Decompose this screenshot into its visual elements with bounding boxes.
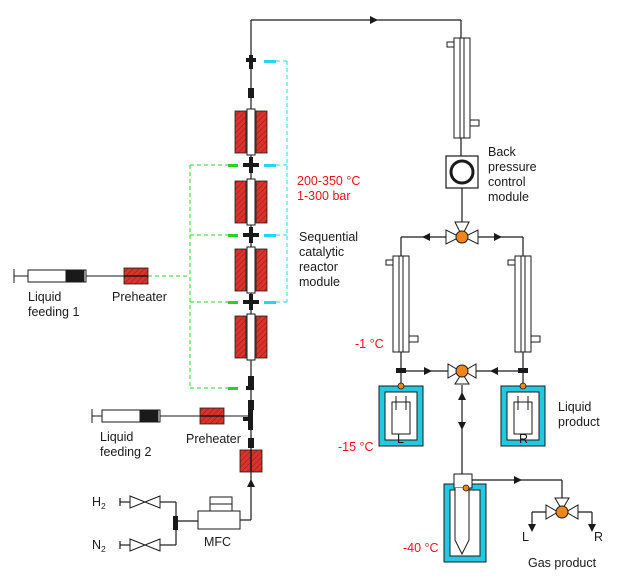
bpc-label-3: control — [488, 175, 526, 189]
right-condenser — [507, 255, 541, 353]
arrow-mid-right — [490, 367, 498, 375]
liquid-product-label-1: Liquid — [558, 400, 591, 414]
main-line-fittings — [243, 55, 259, 448]
preheater-2 — [199, 407, 225, 425]
right-tee — [518, 368, 528, 373]
liquid-feeding-1-label-1: Liquid — [28, 290, 61, 304]
liquid-feeding-1-label-2: feeding 1 — [28, 305, 79, 319]
h2-label: H2 — [92, 495, 106, 511]
trap-right-label: R — [519, 432, 528, 446]
gas-outlet-lines — [472, 479, 593, 526]
reactor-label-3: reactor — [299, 260, 338, 274]
cyan-dashed-bypass — [276, 60, 288, 303]
gas-right-label: R — [594, 530, 603, 544]
liquid-product-label-2: product — [558, 415, 600, 429]
reactor-label-1: Sequential — [299, 230, 358, 244]
conditions-temperature: 200-350 °C — [297, 174, 360, 188]
liquid-trap-left — [378, 382, 424, 447]
arrow-gas-left-down — [528, 524, 536, 532]
arrow-split-right — [494, 233, 502, 241]
arrow-mid-up — [458, 392, 466, 400]
mfc-label: MFC — [204, 535, 231, 549]
arrow-gas-right-down — [588, 524, 596, 532]
arrow-split-left — [422, 233, 430, 241]
conditions-pressure: 1-300 bar — [297, 189, 351, 203]
gas-preheater — [239, 449, 263, 473]
gas-tee — [173, 516, 178, 530]
gas-left-label: L — [522, 530, 529, 544]
reactor-heater-2 — [234, 178, 268, 226]
syringe-pump-1 — [13, 269, 124, 283]
left-condenser — [385, 255, 419, 353]
bpc-label-1: Back — [488, 145, 517, 159]
arrow-mid-left — [424, 367, 432, 375]
trap-temperature: -15 °C — [338, 440, 374, 454]
h2-valve — [129, 495, 161, 509]
reactor-label-2: catalytic — [299, 245, 344, 259]
condenser-temperature: -1 °C — [355, 337, 384, 351]
liquid-feeding-2-label-1: Liquid — [100, 430, 133, 444]
reactor-label-4: module — [299, 275, 340, 289]
liquid-trap-right — [500, 382, 546, 447]
reactor-heater-4 — [234, 313, 268, 361]
three-way-valve-gas — [545, 497, 579, 520]
preheater-2-label: Preheater — [186, 432, 241, 446]
top-condenser — [446, 37, 480, 139]
arrow-mid-down — [458, 422, 466, 430]
green-connectors — [228, 164, 238, 390]
three-way-valve-middle — [447, 363, 477, 385]
left-tee — [396, 368, 406, 373]
syringe-pump-2 — [91, 409, 248, 423]
preheater-1 — [123, 267, 149, 285]
gas-product-label: Gas product — [528, 556, 597, 570]
mfc-unit — [197, 496, 241, 530]
flow-arrow-top — [370, 16, 378, 24]
three-way-valve-top — [445, 221, 479, 245]
arrow-gas-right — [514, 476, 522, 484]
bpc-label-2: pressure — [488, 160, 537, 174]
reactor-heater-3 — [234, 246, 268, 294]
flow-arrow-up — [247, 479, 255, 487]
reactor-heater-1 — [234, 108, 268, 156]
cold-trap-temperature: -40 °C — [403, 541, 439, 555]
n2-label: N2 — [92, 538, 106, 554]
bpc-label-4: module — [488, 190, 529, 204]
preheater-1-label: Preheater — [112, 290, 167, 304]
trap-left-label: L — [397, 432, 404, 446]
cyan-connectors — [264, 60, 276, 304]
reactor-heaters — [234, 108, 268, 361]
cold-trap — [443, 473, 487, 563]
liquid-feeding-2-label-2: feeding 2 — [100, 445, 151, 459]
back-pressure-control — [445, 155, 479, 189]
green-dashed-feed — [148, 164, 233, 389]
n2-valve — [129, 538, 161, 552]
